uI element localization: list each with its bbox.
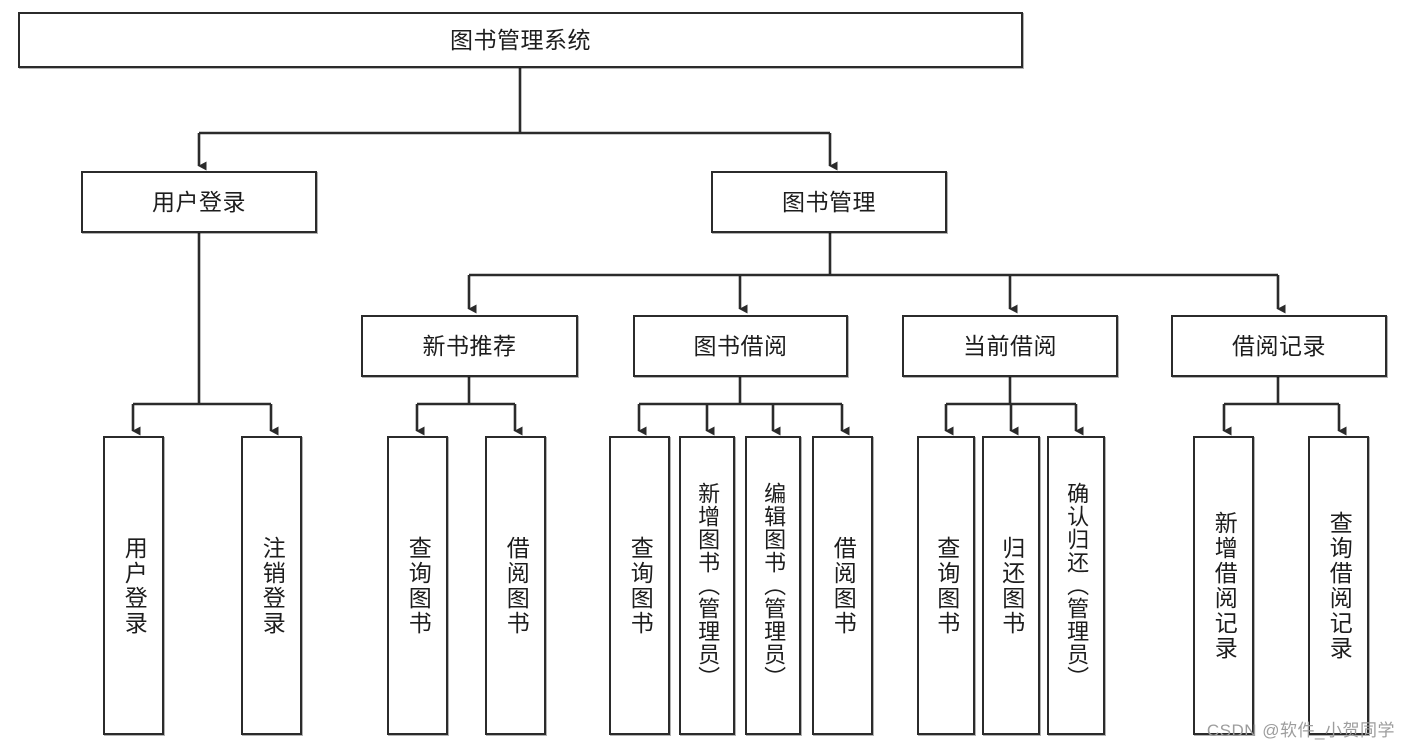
node-user-login[interactable]: 用户登录 (81, 171, 317, 233)
node-label: 归还图书 (998, 535, 1025, 636)
node-book-borrow[interactable]: 图书借阅 (633, 315, 848, 377)
node-leaf-borrow-book[interactable]: 借阅图书 (812, 436, 873, 735)
node-leaf-query-borrow-record[interactable]: 查询借阅记录 (1308, 436, 1369, 735)
node-borrow-record[interactable]: 借阅记录 (1171, 315, 1387, 377)
node-leaf-query-book-recommend[interactable]: 查询图书 (387, 436, 448, 735)
node-label: 新书推荐 (422, 332, 517, 359)
node-leaf-add-book-admin[interactable]: 新增图书（管理员） (679, 436, 735, 735)
node-label: 用户登录 (121, 535, 148, 636)
node-label: 借阅图书 (503, 535, 530, 636)
node-label: 查询借阅记录 (1326, 510, 1353, 661)
node-leaf-borrow-book-recommend[interactable]: 借阅图书 (485, 436, 546, 735)
node-root-book-management-system[interactable]: 图书管理系统 (18, 12, 1023, 68)
csdn-watermark: CSDN @软件_小贺同学 (1206, 721, 1395, 740)
node-label: 图书管理 (782, 188, 876, 215)
node-label: 新增图书（管理员） (695, 482, 721, 689)
node-new-book-recommend[interactable]: 新书推荐 (361, 315, 578, 377)
node-leaf-return-book[interactable]: 归还图书 (982, 436, 1040, 735)
node-leaf-query-book-borrow[interactable]: 查询图书 (609, 436, 670, 735)
node-label: 图书管理系统 (450, 26, 591, 53)
node-label: 用户登录 (152, 188, 246, 215)
node-leaf-confirm-return-admin[interactable]: 确认归还（管理员） (1047, 436, 1105, 735)
node-book-management[interactable]: 图书管理 (711, 171, 947, 233)
node-leaf-logout[interactable]: 注销登录 (241, 436, 302, 735)
node-leaf-add-borrow-record[interactable]: 新增借阅记录 (1193, 436, 1254, 735)
node-label: 图书借阅 (693, 332, 788, 359)
node-leaf-edit-book-admin[interactable]: 编辑图书（管理员） (745, 436, 801, 735)
node-label: 借阅记录 (1232, 332, 1326, 359)
node-label: 编辑图书（管理员） (761, 482, 787, 689)
node-label: 查询图书 (627, 535, 654, 636)
node-leaf-query-book-current[interactable]: 查询图书 (917, 436, 975, 735)
node-label: 注销登录 (259, 535, 286, 636)
node-label: 当前借阅 (963, 332, 1057, 359)
node-leaf-user-login[interactable]: 用户登录 (103, 436, 164, 735)
node-label: 查询图书 (933, 535, 960, 636)
node-label: 确认归还（管理员） (1064, 482, 1090, 689)
node-label: 借阅图书 (830, 535, 857, 636)
node-current-borrow[interactable]: 当前借阅 (902, 315, 1118, 377)
node-label: 新增借阅记录 (1211, 510, 1238, 661)
node-label: 查询图书 (405, 535, 432, 636)
